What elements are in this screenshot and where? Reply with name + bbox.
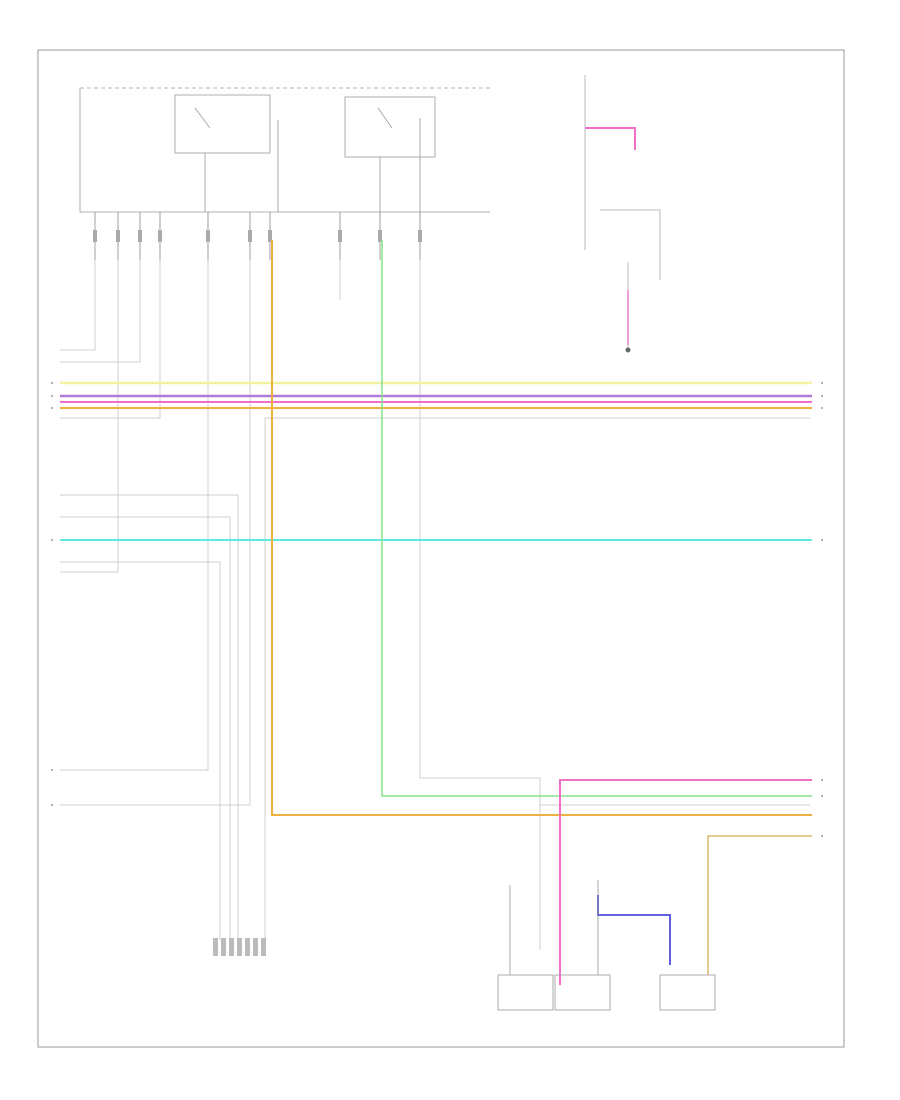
gray-wires	[60, 260, 810, 950]
green-wire	[381, 240, 812, 797]
orange-wire	[271, 240, 812, 816]
pink-lower-wire	[559, 779, 812, 985]
pin-markers	[93, 230, 422, 242]
diagram-frame	[37, 49, 845, 1048]
left-pin-numbers	[51, 382, 53, 806]
blue-wire	[597, 895, 671, 965]
bottom-sensors	[497, 880, 716, 1011]
top-connector-pins	[94, 212, 421, 260]
fuse-relay-block	[79, 87, 490, 213]
right-pin-numbers	[821, 382, 823, 837]
ground-point	[625, 347, 631, 353]
bottom-left-connector	[213, 938, 266, 956]
pink-short-wire	[585, 127, 636, 150]
tan-wire	[707, 835, 812, 975]
right-upper-circuit	[584, 75, 661, 350]
